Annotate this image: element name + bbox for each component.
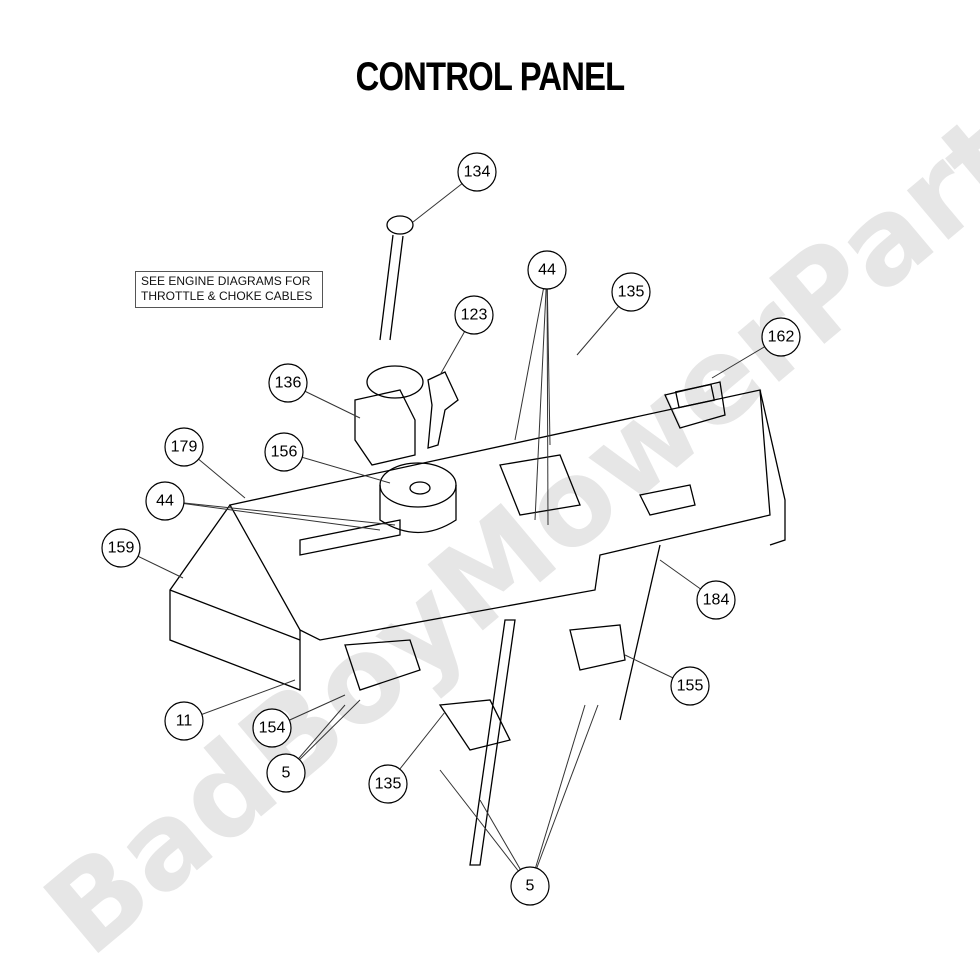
- callout-label: 123: [461, 307, 488, 324]
- callout-part-136: 136: [268, 363, 308, 403]
- callout-label: 135: [375, 776, 402, 793]
- callout-label: 179: [171, 439, 198, 456]
- engine-diagram-note: SEE ENGINE DIAGRAMS FOR THROTTLE & CHOKE…: [135, 271, 323, 308]
- callout-part-159: 159: [101, 528, 141, 568]
- hour-meter: [664, 381, 726, 429]
- callout-circle: [145, 481, 185, 521]
- callout-circle: [268, 363, 308, 403]
- callout-label: 184: [703, 592, 730, 609]
- callout-label: 136: [275, 375, 302, 392]
- callout-circle: [761, 317, 801, 357]
- callout-circle: [164, 427, 204, 467]
- callout-part-11: 11: [164, 701, 204, 741]
- key: [427, 371, 459, 449]
- callout-label: 5: [282, 765, 291, 782]
- callout-label: 162: [768, 329, 795, 346]
- callout-part-134: 134: [457, 152, 497, 192]
- callout-label: 159: [108, 540, 135, 557]
- callout-label: 44: [538, 262, 556, 279]
- callout-label: 5: [526, 878, 535, 895]
- callout-label: 154: [259, 720, 286, 737]
- callout-circle: [510, 866, 550, 906]
- note-line-2: THROTTLE & CHOKE CABLES: [141, 289, 313, 303]
- note-line-1: SEE ENGINE DIAGRAMS FOR: [141, 274, 311, 288]
- callout-circle: [252, 708, 292, 748]
- leader-line: [164, 500, 396, 526]
- callout-part-135: 135: [611, 272, 651, 312]
- callout-circle: [101, 528, 141, 568]
- callout-part-5: 5: [266, 753, 306, 793]
- callout-part-154: 154: [252, 708, 292, 748]
- callout-label: 155: [677, 678, 704, 695]
- pto-switch: [354, 365, 424, 466]
- callout-circle: [611, 272, 651, 312]
- callout-part-155: 155: [670, 666, 710, 706]
- callout-circle: [696, 580, 736, 620]
- choke-cable: [379, 215, 414, 341]
- callout-circle: [457, 152, 497, 192]
- callout-part-156: 156: [264, 432, 304, 472]
- callout-part-135: 135: [368, 764, 408, 804]
- callout-circle: [527, 250, 567, 290]
- callout-part-123: 123: [454, 295, 494, 335]
- leader-line: [546, 269, 549, 526]
- page-title: CONTROL PANEL: [355, 55, 626, 99]
- leader-line: [534, 269, 548, 521]
- callout-part-44: 44: [527, 250, 567, 290]
- callout-part-184: 184: [696, 580, 736, 620]
- callout-circle: [368, 764, 408, 804]
- callout-label: 135: [618, 284, 645, 301]
- ignition-switch: [379, 462, 457, 534]
- leader-line: [439, 769, 531, 887]
- leader-line: [529, 704, 599, 887]
- control-panel-plate: [169, 389, 786, 691]
- callout-part-5: 5: [510, 866, 550, 906]
- callout-circle: [266, 753, 306, 793]
- callout-part-162: 162: [761, 317, 801, 357]
- callout-label: 44: [156, 493, 174, 510]
- callout-part-44: 44: [145, 481, 185, 521]
- callout-circle: [454, 295, 494, 335]
- callout-circle: [164, 701, 204, 741]
- leader-line: [164, 500, 381, 531]
- switch-bracket: [344, 544, 661, 866]
- callout-label: 156: [271, 444, 298, 461]
- leader-line: [183, 679, 296, 722]
- callout-circle: [264, 432, 304, 472]
- callout-circle: [670, 666, 710, 706]
- leader-line: [514, 269, 548, 441]
- callout-label: 11: [176, 713, 193, 730]
- leader-lines: [120, 171, 782, 887]
- leader-line: [529, 704, 586, 887]
- callout-part-179: 179: [164, 427, 204, 467]
- callout-label: 134: [464, 164, 491, 181]
- callouts: 134 44 135 162 123 136 179 156 44 159 184 155 11 154 5…: [101, 152, 801, 906]
